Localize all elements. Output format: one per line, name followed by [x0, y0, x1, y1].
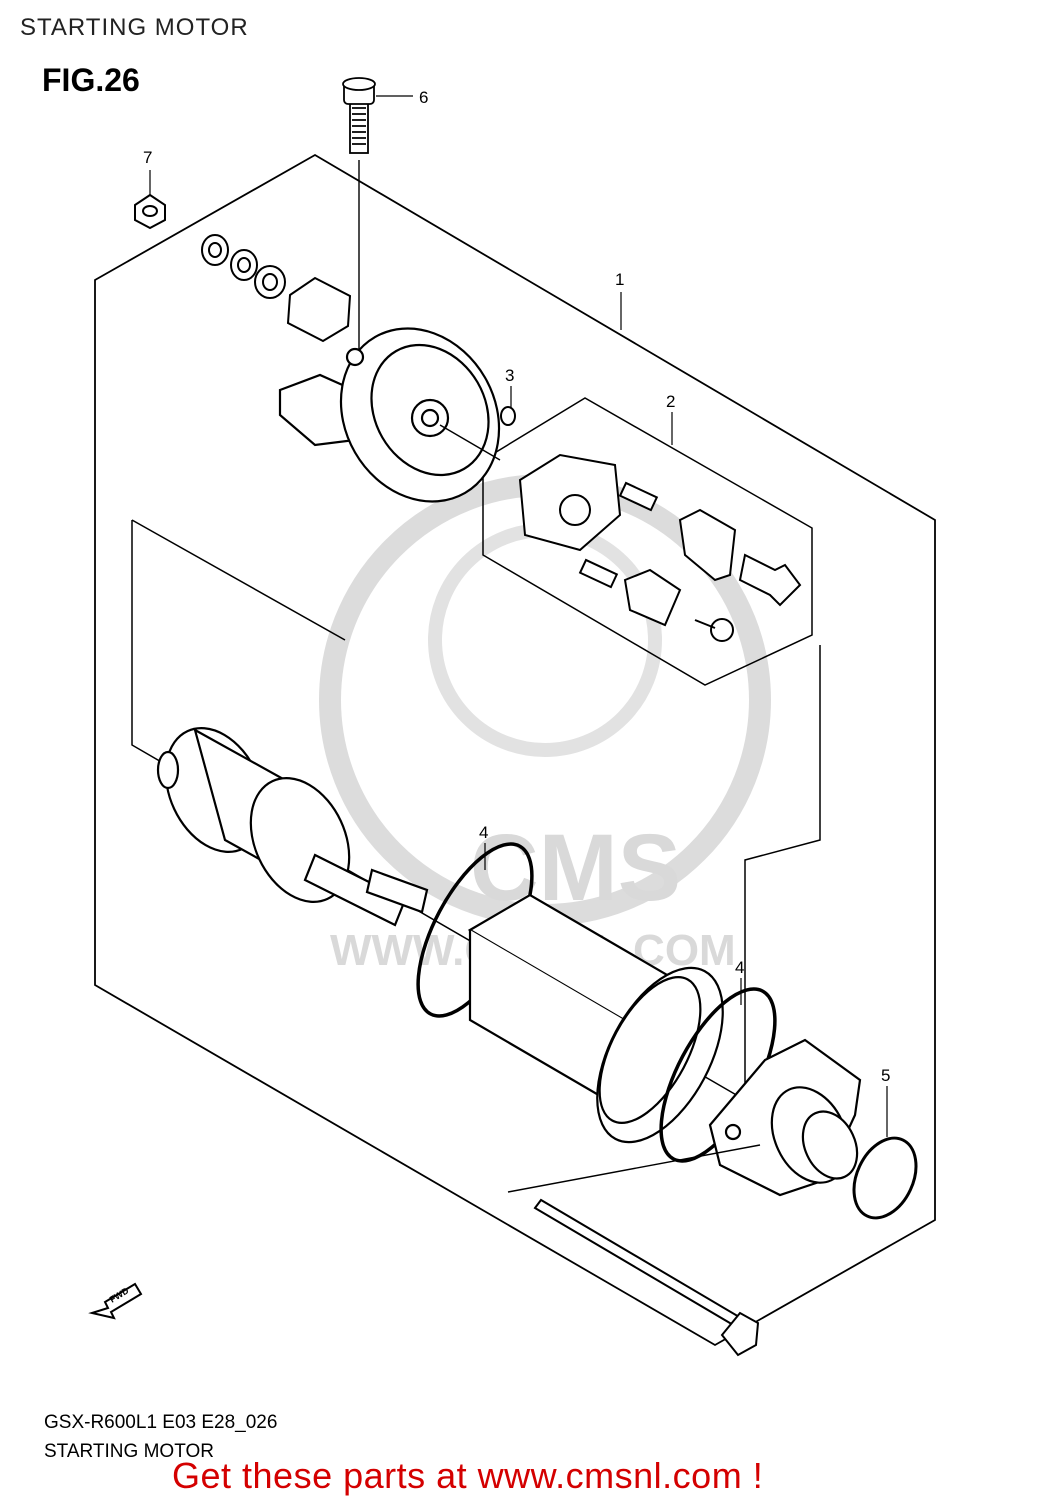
- o-ring-5: [852, 1136, 918, 1220]
- model-code: GSX-R600L1 E03 E28_026: [44, 1412, 278, 1433]
- callout-2: 2: [666, 392, 675, 411]
- exploded-parts-diagram: CMS WWW.CMSNL.COM: [88, 77, 936, 1357]
- nut-7: [134, 193, 166, 230]
- figure-number: FIG.26: [42, 62, 140, 98]
- buy-parts-link[interactable]: Get these parts at www.cmsnl.com !: [172, 1455, 764, 1496]
- callout-6: 6: [419, 88, 428, 107]
- callout-7: 7: [143, 148, 152, 167]
- callout-3: 3: [505, 366, 514, 385]
- page-title: STARTING MOTOR: [20, 14, 249, 41]
- callout-4b: 4: [735, 958, 744, 977]
- fwd-arrow: FWD: [88, 1282, 143, 1320]
- assembly-frame-1: [94, 153, 936, 1347]
- armature-frame: [131, 520, 821, 1102]
- o-ring-3: [500, 406, 516, 426]
- brush-holder: [518, 453, 802, 642]
- callout-1: 1: [615, 270, 624, 289]
- washer-stack: [201, 234, 286, 299]
- bolt-6: [342, 77, 376, 154]
- armature: [156, 726, 429, 927]
- callout-4a: 4: [479, 823, 488, 842]
- watermark-brand: CMS: [470, 815, 681, 921]
- assembly-frame-2: [482, 397, 813, 686]
- insulator: [286, 276, 352, 343]
- through-bolt: [533, 1198, 760, 1357]
- diagram-subtitle: STARTING MOTOR: [44, 1441, 214, 1462]
- front-cover: [708, 1038, 862, 1197]
- callout-5: 5: [881, 1066, 890, 1085]
- rear-cover: [278, 327, 501, 503]
- yoke: [467, 893, 724, 1144]
